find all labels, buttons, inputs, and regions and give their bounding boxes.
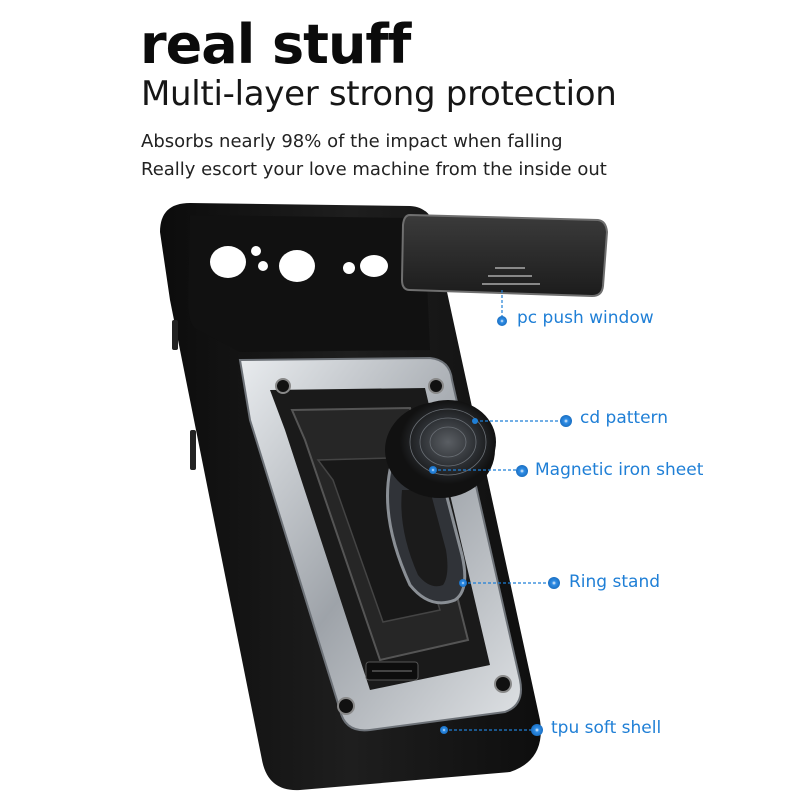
callout-magnetic-iron-sheet: Magnetic iron sheet [535, 460, 704, 480]
pc-push-window [400, 213, 609, 298]
camera-cutout [279, 250, 315, 282]
callout-leaders [433, 290, 562, 731]
camera-cutout [210, 246, 246, 278]
ring-stand [386, 468, 467, 605]
callout-ring-stand: Ring stand [569, 572, 661, 592]
description-line-1: Absorbs nearly 98% of the impact when fa… [141, 131, 563, 152]
callout-cd-pattern: cd pattern [580, 408, 669, 428]
description-line-2: Really escort your love machine from the… [141, 159, 607, 180]
callout-pc-push-window: pc push window [517, 308, 654, 328]
cd-pattern-disk [385, 400, 496, 498]
description: Absorbs nearly 98% of the impact when fa… [141, 128, 607, 184]
headline-subtitle: Multi-layer strong protection [141, 74, 617, 114]
headline-title: real stuff [140, 13, 411, 76]
callout-dots [429, 316, 572, 736]
callout-tpu-soft-shell: tpu soft shell [551, 718, 662, 738]
